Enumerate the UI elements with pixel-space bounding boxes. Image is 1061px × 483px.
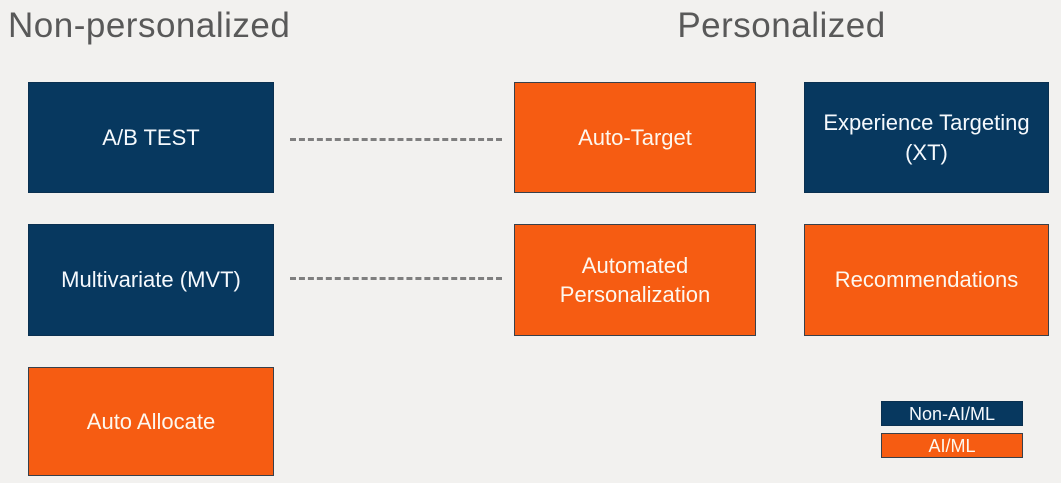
box-multivariate: Multivariate (MVT) <box>28 224 274 336</box>
section-title-non-personalized: Non-personalized <box>8 6 291 45</box>
legend-item-non-ai-ml: Non-AI/ML <box>881 401 1023 426</box>
section-title-personalized: Personalized <box>677 6 886 45</box>
legend: Non-AI/ML AI/ML <box>881 401 1023 458</box>
box-experience-targeting: Experience Targeting (XT) <box>804 82 1049 193</box>
box-automated-personalization: Automated Personalization <box>514 224 756 336</box>
box-auto-target: Auto-Target <box>514 82 756 193</box>
box-ab-test: A/B TEST <box>28 82 274 193</box>
connector-ab-test-to-auto-target <box>290 138 502 141</box>
box-recommendations: Recommendations <box>804 224 1049 336</box>
box-auto-allocate: Auto Allocate <box>28 367 274 476</box>
connector-multivariate-to-automated-personalization <box>290 277 502 280</box>
legend-item-ai-ml: AI/ML <box>881 433 1023 458</box>
